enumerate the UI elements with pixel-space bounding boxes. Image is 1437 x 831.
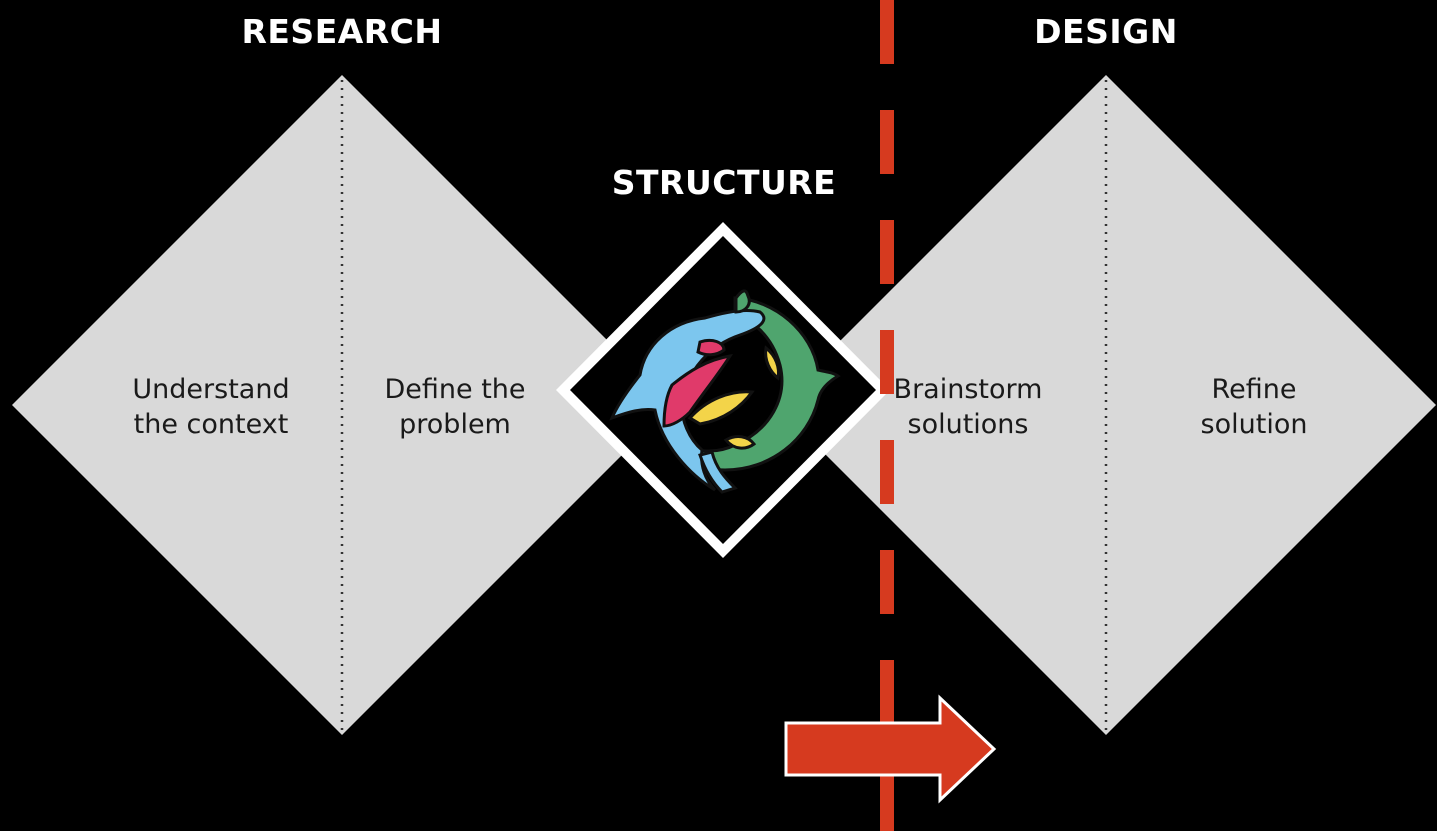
define-label-line2: problem	[399, 409, 511, 440]
refine-label-line2: solution	[1201, 409, 1308, 440]
understand-label-line1: Understand	[132, 374, 289, 405]
research-diamond	[12, 75, 672, 735]
research-heading: RESEARCH	[241, 12, 442, 51]
brainstorm-label-line1: Brainstorm	[894, 374, 1043, 405]
brainstorm-label-line2: solutions	[908, 409, 1029, 440]
design-diamond	[776, 75, 1436, 735]
define-label-line1: Define the	[384, 374, 525, 405]
design-heading: DESIGN	[1034, 12, 1178, 51]
structure-heading: STRUCTURE	[612, 163, 836, 202]
understand-label-line2: the context	[134, 409, 289, 440]
two-dolphins-icon	[609, 289, 841, 494]
refine-label-line1: Refine	[1212, 374, 1297, 405]
structure-diamond	[556, 222, 890, 558]
right-arrow-icon	[784, 694, 997, 804]
